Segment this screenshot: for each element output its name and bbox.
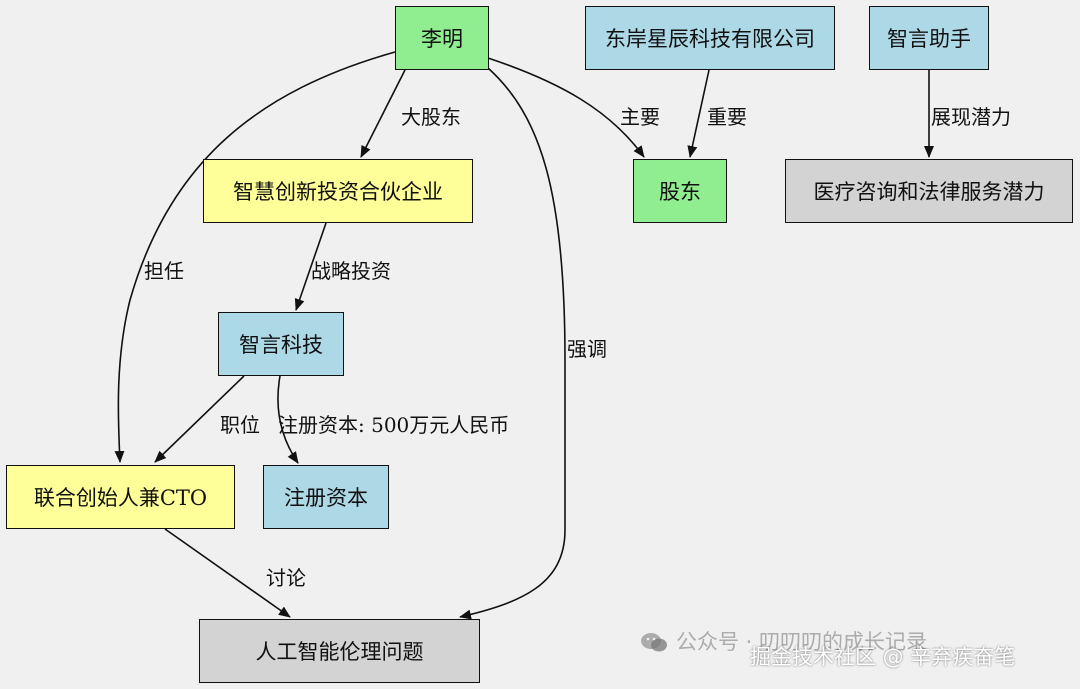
edge-serve-as	[114, 51, 396, 463]
edge-primary	[487, 57, 645, 158]
wechat-account-text: 公众号 · 叨叨叨的成长记录	[676, 630, 928, 654]
wechat-watermark: 公众号 · 叨叨叨的成长记录	[640, 626, 927, 656]
node-registered-capital: 注册资本	[263, 465, 389, 529]
juejin-watermark: 掘金技术社区 @ 辛弃疾奋笔	[750, 645, 1016, 669]
edge-registered-capital	[277, 375, 299, 464]
node-zhiyan-tech: 智言科技	[218, 312, 344, 376]
label-primary: 主要	[620, 105, 660, 129]
label-strategic-investment: 战略投资	[311, 259, 391, 283]
node-li-ming: 李明	[395, 6, 489, 70]
node-zhiyan-assistant: 智言助手	[869, 6, 989, 70]
edge-discuss	[164, 528, 291, 618]
wechat-icon	[640, 632, 668, 654]
edge-important	[687, 69, 710, 158]
label-discuss: 讨论	[266, 566, 306, 590]
edge-major-shareholder	[360, 69, 406, 158]
label-emphasize: 强调	[567, 337, 607, 361]
label-major-shareholder: 大股东	[401, 105, 461, 129]
edge-position	[154, 375, 245, 463]
node-dongan-xingchen: 东岸星辰科技有限公司	[585, 6, 835, 70]
label-important: 重要	[707, 105, 747, 129]
node-shareholder: 股东	[633, 159, 727, 223]
label-position: 职位	[220, 413, 260, 437]
label-serve-as: 担任	[144, 259, 184, 283]
edge-emphasize	[459, 67, 566, 620]
node-medical-legal: 医疗咨询和法律服务潜力	[785, 159, 1073, 223]
node-cofounder-cto: 联合创始人兼CTO	[6, 465, 235, 529]
node-ai-ethics: 人工智能伦理问题	[199, 619, 480, 683]
label-show-potential: 展现潜力	[931, 105, 1011, 129]
node-zhihui-investment: 智慧创新投资合伙企业	[203, 159, 473, 223]
edge-strategic-investment	[294, 222, 327, 311]
label-registered-capital: 注册资本: 500万元人民币	[278, 413, 510, 437]
